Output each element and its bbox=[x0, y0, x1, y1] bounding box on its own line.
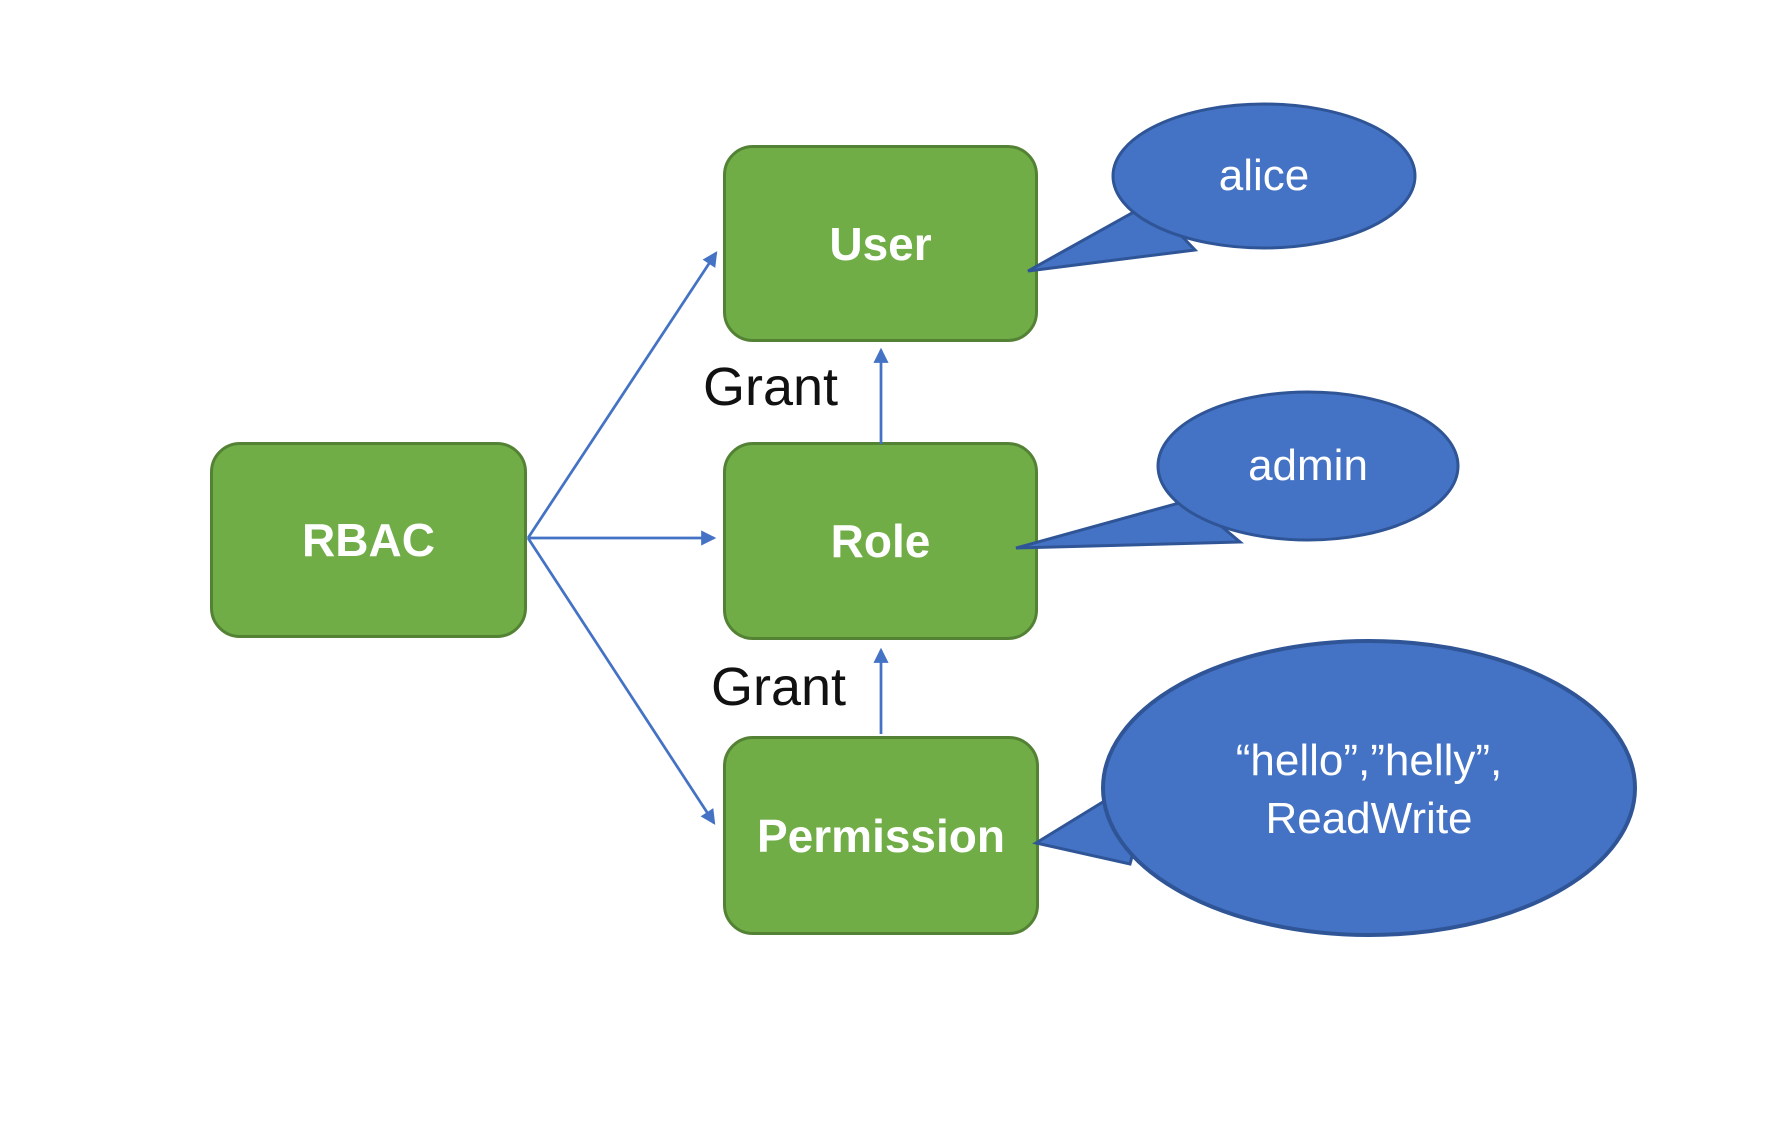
node-role: Role bbox=[723, 442, 1038, 640]
node-user: User bbox=[723, 145, 1038, 342]
edge-label-grant-user: Grant bbox=[702, 357, 839, 417]
callout-admin-tail bbox=[1015, 498, 1244, 550]
node-role-label: Role bbox=[830, 515, 931, 567]
node-rbac: RBAC bbox=[210, 442, 527, 638]
node-permission: Permission bbox=[723, 736, 1039, 935]
callout-alice-tail bbox=[1027, 201, 1199, 273]
edge-label-grant-role: Grant bbox=[710, 657, 847, 717]
edge-rbac-permission-arrow bbox=[526, 537, 716, 825]
callout-permission-values-text: “hello”,”helly”, ReadWrite bbox=[1103, 732, 1635, 848]
callout-permission-values-line2: ReadWrite bbox=[1265, 794, 1473, 843]
node-rbac-label: RBAC bbox=[302, 514, 435, 566]
callout-permission-values-line1: “hello”,”helly”, bbox=[1235, 736, 1503, 785]
node-permission-label: Permission bbox=[757, 809, 1005, 862]
callout-admin-text: admin bbox=[1248, 441, 1368, 490]
callout-alice-text: alice bbox=[1218, 151, 1310, 200]
node-user-label: User bbox=[829, 217, 932, 270]
